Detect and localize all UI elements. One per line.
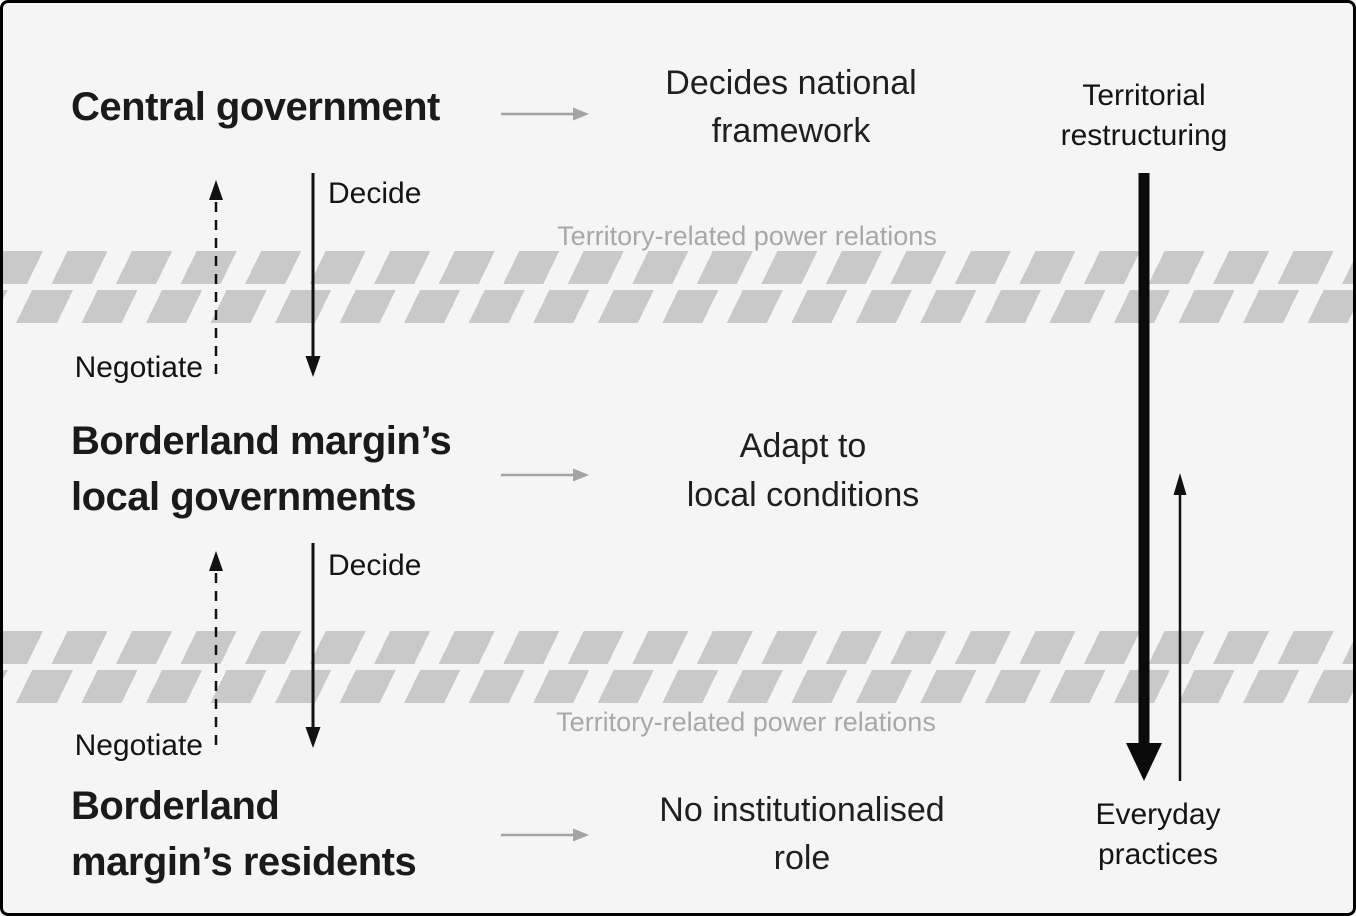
action-decides-national-framework: Decides national framework xyxy=(665,64,917,150)
stripe-row xyxy=(3,670,1353,703)
decide-label-bottom: Decide xyxy=(328,549,422,582)
stripe-row xyxy=(3,290,1353,323)
stripe-row xyxy=(3,251,1353,284)
territorial-restructuring-label: Territorial restructuring xyxy=(1060,79,1228,152)
hatched-band-bottom xyxy=(3,631,1353,703)
band-label-top: Territory-related power relations xyxy=(557,221,937,251)
action-no-institutionalised-role: No institutionalised role xyxy=(659,791,945,877)
stripe-row xyxy=(3,631,1353,664)
band-label-bottom: Territory-related power relations xyxy=(556,707,936,737)
everyday-practices-label: Everyday practices xyxy=(1095,798,1221,871)
action-adapt-to-local-conditions: Adapt to local conditions xyxy=(686,427,920,514)
negotiate-label-top: Negotiate xyxy=(74,351,203,384)
decide-label-top: Decide xyxy=(328,177,422,210)
actor-local-governments: Borderland margin’s local governments xyxy=(71,419,452,519)
everyday-practices-thin-up-arrow-icon xyxy=(1173,473,1187,781)
gray-right-arrow-icon xyxy=(501,828,589,842)
negotiate-label-bottom: Negotiate xyxy=(74,729,203,762)
actor-central-government: Central government xyxy=(71,85,440,129)
hatched-band-top xyxy=(3,251,1353,323)
gray-right-arrow-icon xyxy=(501,468,589,482)
gray-right-arrow-icon xyxy=(501,107,589,121)
actor-residents: Borderland margin’s residents xyxy=(71,784,417,884)
